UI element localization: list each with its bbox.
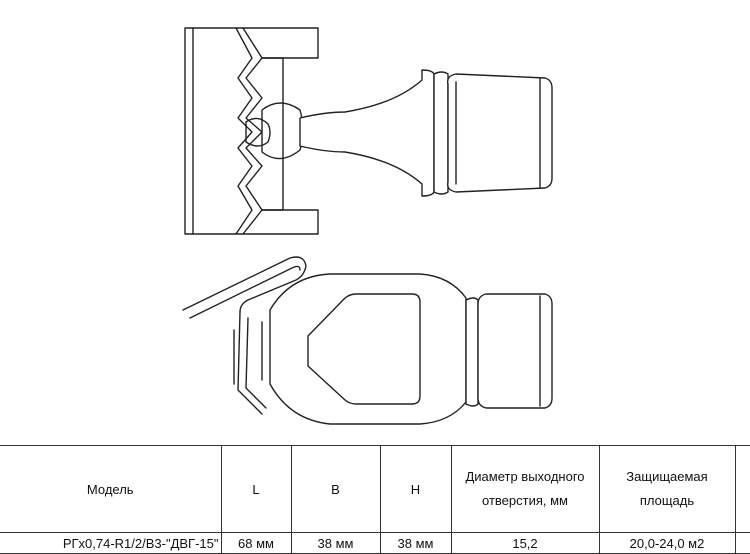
header-outlet-diameter: Диаметр выходного отверстия, мм (450, 445, 600, 533)
technical-drawing (182, 27, 553, 425)
cell-model: РГх0,74-R1/2/В3-"ДВГ-15" (0, 532, 222, 554)
table-header-row: Модель L B H Диаметр выходного отверстия… (0, 445, 750, 533)
header-l: L (220, 445, 292, 533)
cell-protected-area: 20,0-24,0 м2 (598, 532, 736, 554)
header-h: H (379, 445, 452, 533)
bottom-view-drawing (182, 256, 553, 425)
cell-extra (734, 532, 750, 554)
header-model: Модель (0, 445, 222, 533)
header-protected-area: Защищаемая площадь (598, 445, 736, 533)
top-view-drawing (184, 27, 553, 235)
header-b: B (290, 445, 381, 533)
header-extra (734, 445, 750, 533)
cell-h: 38 мм (379, 532, 452, 554)
cell-outlet-diameter: 15,2 (450, 532, 600, 554)
cell-b: 38 мм (290, 532, 381, 554)
specification-table: Модель L B H Диаметр выходного отверстия… (0, 445, 750, 554)
cell-l: 68 мм (220, 532, 292, 554)
table-row: РГх0,74-R1/2/В3-"ДВГ-15" 68 мм 38 мм 38 … (0, 532, 750, 554)
